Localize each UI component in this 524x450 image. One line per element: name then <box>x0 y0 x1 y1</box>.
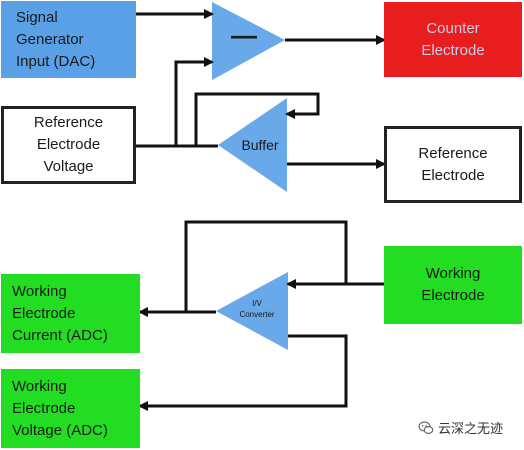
reference-electrode-label: Reference Electrode <box>418 144 488 184</box>
watermark-text: 云深之无迹 <box>438 421 504 436</box>
we-voltage-adc-label: Working Electrode Voltage (ADC) <box>12 377 108 439</box>
signal-generator-box: Signal Generator Input (DAC) <box>1 1 136 78</box>
wire-iv-to-voltage <box>138 334 348 411</box>
working-electrode-label: Working Electrode <box>421 265 485 304</box>
we-current-adc-box: Working Electrode Current (ADC) <box>1 274 140 353</box>
counter-electrode-label: Counter Electrode <box>421 19 485 59</box>
iv-converter-label: I/V Converter <box>239 299 275 319</box>
iv-converter-amplifier <box>216 272 288 350</box>
watermark: 云深之无迹 <box>418 418 503 437</box>
wire-iv-feedback <box>184 220 348 312</box>
buffer-label: Buffer <box>241 137 279 153</box>
reference-voltage-box: Reference Electrode Voltage <box>1 106 136 184</box>
we-voltage-adc-box: Working Electrode Voltage (ADC) <box>1 369 140 448</box>
wire-refv-to-amp <box>136 57 214 148</box>
wechat-icon <box>418 420 434 434</box>
working-electrode-box: Working Electrode <box>384 246 522 324</box>
diff-amp-minus-sign: — <box>231 20 257 50</box>
wire-buffer-feedback <box>194 92 320 146</box>
reference-voltage-label: Reference Electrode Voltage <box>33 114 104 175</box>
difference-amplifier <box>212 2 285 80</box>
buffer-amplifier <box>218 98 287 192</box>
signal-generator-label: Signal Generator Input (DAC) <box>16 9 96 70</box>
reference-electrode-box: Reference Electrode <box>384 126 522 203</box>
counter-electrode-box: Counter Electrode <box>384 2 522 77</box>
we-current-adc-label: Working Electrode Current (ADC) <box>12 282 108 344</box>
